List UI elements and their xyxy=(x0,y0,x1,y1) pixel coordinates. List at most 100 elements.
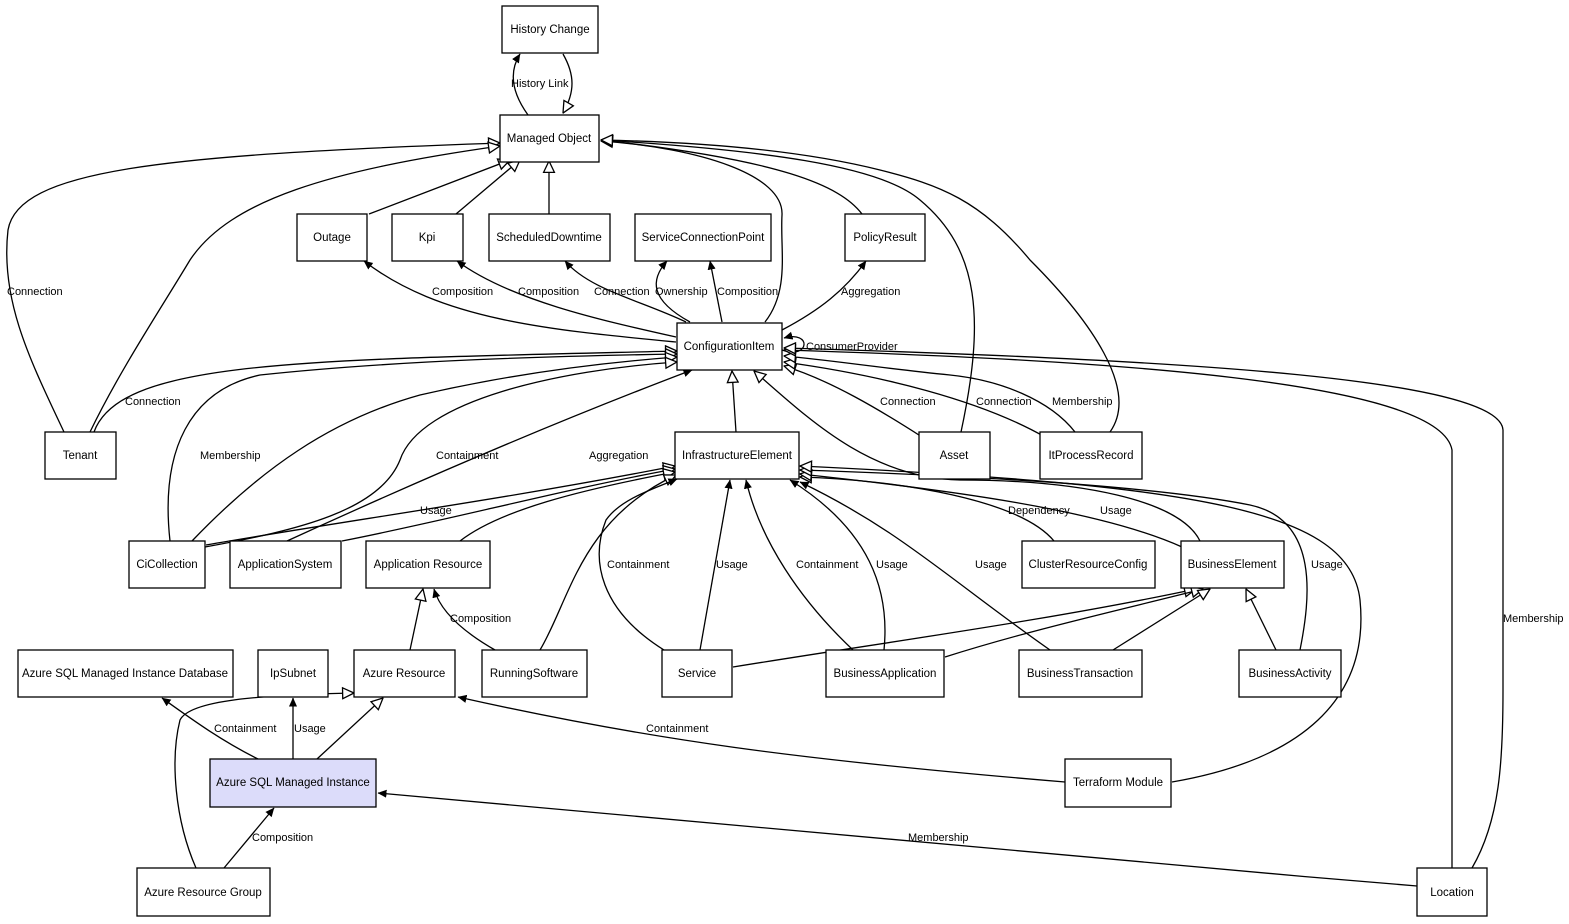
edge-location-membership-mi xyxy=(377,789,1418,887)
node-application-resource[interactable]: Application Resource xyxy=(365,540,491,589)
node-azure-sql-mi-database[interactable]: Azure SQL Managed Instance Database xyxy=(17,649,234,698)
edge-label-ci-scp-composition: Composition xyxy=(717,286,778,298)
edge-service-inherits-business-element xyxy=(732,589,1196,668)
edge-cicollection-usage-infra xyxy=(205,466,675,546)
node-label: IpSubnet xyxy=(270,668,317,680)
node-configuration-item[interactable]: ConfigurationItem xyxy=(676,322,783,371)
node-label: ItProcessRecord xyxy=(1048,450,1133,462)
node-business-activity[interactable]: BusinessActivity xyxy=(1238,649,1342,698)
edge-ci-inherits-managed-object xyxy=(601,141,783,323)
node-label: Asset xyxy=(940,450,970,462)
edge-terraform-containment-azure-resource xyxy=(457,694,1066,783)
edge-appsystem-aggregation-ci xyxy=(286,369,693,542)
edges xyxy=(6,53,1504,887)
node-cluster-resource-config[interactable]: ClusterResourceConfig xyxy=(1021,540,1156,589)
edge-label-business-element-usage: Usage xyxy=(1100,505,1132,517)
node-it-process-record[interactable]: ItProcessRecord xyxy=(1039,431,1143,480)
edge-labels: History Link Connection Composition Comp… xyxy=(7,78,1564,844)
edge-label-business-app-usage: Usage xyxy=(876,559,908,571)
node-label: BusinessElement xyxy=(1188,559,1278,571)
edge-ci-policy-aggregation xyxy=(781,260,867,331)
node-label: ServiceConnectionPoint xyxy=(642,232,766,244)
edge-label-service-containment: Containment xyxy=(607,559,669,571)
edge-label-cicollection-membership: Membership xyxy=(200,450,261,462)
node-label: Kpi xyxy=(419,232,436,244)
edge-label-ci-scp-ownership: Ownership xyxy=(655,286,708,298)
edge-business-element-inherits-ci xyxy=(754,371,1201,542)
edge-kpi-inherits-managed-object xyxy=(455,160,520,215)
edge-service-containment-infra xyxy=(598,478,678,651)
node-managed-object[interactable]: Managed Object xyxy=(499,114,600,163)
node-label: Service xyxy=(678,668,716,680)
node-label: BusinessApplication xyxy=(834,668,937,680)
edge-label-mi-database-containment: Containment xyxy=(214,723,276,735)
node-policy-result[interactable]: PolicyResult xyxy=(844,213,926,262)
edge-label-resource-group-composition: Composition xyxy=(252,832,313,844)
edge-ci-scp-composition xyxy=(707,260,723,323)
edge-label-tenant-ci-connection: Connection xyxy=(125,396,181,408)
node-label: Tenant xyxy=(63,450,98,462)
edge-itprocess-inherits-managed-object xyxy=(601,140,1120,433)
edge-business-app-containment-infra xyxy=(744,479,854,651)
edge-label-terraform-containment: Containment xyxy=(646,723,708,735)
node-label: Azure Resource Group xyxy=(144,887,262,899)
edge-business-transaction-inherits-business-element xyxy=(1112,589,1210,651)
node-infrastructure-element[interactable]: InfrastructureElement xyxy=(674,431,800,480)
edge-cluster-dependency-infra xyxy=(800,477,1055,542)
edge-ci-outage-composition xyxy=(363,260,677,343)
node-label: InfrastructureElement xyxy=(682,450,793,462)
node-history-change[interactable]: History Change xyxy=(501,5,599,54)
edge-label-appsystem-aggregation: Aggregation xyxy=(589,450,648,462)
edge-history-link xyxy=(512,53,572,116)
node-label: ScheduledDowntime xyxy=(496,232,601,244)
edge-infra-inherits-ci xyxy=(732,371,736,433)
edge-asset-connection-ci xyxy=(784,366,923,438)
node-business-transaction[interactable]: BusinessTransaction xyxy=(1018,649,1143,698)
node-scheduled-downtime[interactable]: ScheduledDowntime xyxy=(488,213,611,262)
node-ip-subnet[interactable]: IpSubnet xyxy=(257,649,329,698)
edge-label-ci-sd-connection: Connection xyxy=(594,286,650,298)
node-service-connection-point[interactable]: ServiceConnectionPoint xyxy=(634,213,772,262)
edge-label-business-app-containment: Containment xyxy=(796,559,858,571)
node-azure-resource-group[interactable]: Azure Resource Group xyxy=(136,867,271,917)
edge-cicollection-containment-ci xyxy=(191,357,677,542)
node-label: Application Resource xyxy=(374,559,483,571)
node-ci-collection[interactable]: CiCollection xyxy=(128,540,206,589)
node-label: BusinessTransaction xyxy=(1027,668,1133,680)
node-kpi[interactable]: Kpi xyxy=(391,213,464,262)
edge-location-membership-ci xyxy=(784,348,1504,869)
edge-label-itprocess-membership: Membership xyxy=(1052,396,1113,408)
node-label: CiCollection xyxy=(136,559,197,571)
node-application-system[interactable]: ApplicationSystem xyxy=(229,540,342,589)
edge-ci-scp-ownership xyxy=(655,260,691,323)
node-outage[interactable]: Outage xyxy=(296,213,368,262)
edge-label-tenant-mo-connection: Connection xyxy=(7,286,63,298)
node-business-element[interactable]: BusinessElement xyxy=(1180,540,1285,589)
nodes: History Change Managed Object Outage Kpi… xyxy=(17,5,1488,917)
edge-appsystem-inherits-infra xyxy=(341,469,675,542)
edge-itprocess-membership-ci xyxy=(784,356,1076,433)
node-location[interactable]: Location xyxy=(1416,867,1488,917)
node-azure-resource[interactable]: Azure Resource xyxy=(353,649,456,698)
node-azure-sql-managed-instance[interactable]: Azure SQL Managed Instance xyxy=(209,758,377,808)
node-label: PolicyResult xyxy=(853,232,917,244)
node-business-application[interactable]: BusinessApplication xyxy=(825,649,945,698)
node-service[interactable]: Service xyxy=(661,649,733,698)
edge-label-ci-consumer-provider: ConsumerProvider xyxy=(806,341,898,353)
edge-appresource-inherits-infra xyxy=(459,472,675,542)
edge-label-ci-kpi-composition: Composition xyxy=(518,286,579,298)
node-asset[interactable]: Asset xyxy=(918,431,991,480)
node-label: BusinessActivity xyxy=(1248,668,1331,680)
node-label: Outage xyxy=(313,232,351,244)
edge-label-history-link: History Link xyxy=(511,78,569,90)
node-tenant[interactable]: Tenant xyxy=(44,431,117,480)
node-label: Terraform Module xyxy=(1073,777,1163,789)
node-running-software[interactable]: RunningSoftware xyxy=(481,649,588,698)
edge-tenant-inherits-managed-object xyxy=(89,146,500,433)
edge-label-business-transaction-usage: Usage xyxy=(975,559,1007,571)
node-terraform-module[interactable]: Terraform Module xyxy=(1064,758,1172,808)
node-label: Location xyxy=(1430,887,1473,899)
edge-location-ci-a xyxy=(784,350,1453,868)
edge-business-app-usage-infra xyxy=(789,479,886,651)
